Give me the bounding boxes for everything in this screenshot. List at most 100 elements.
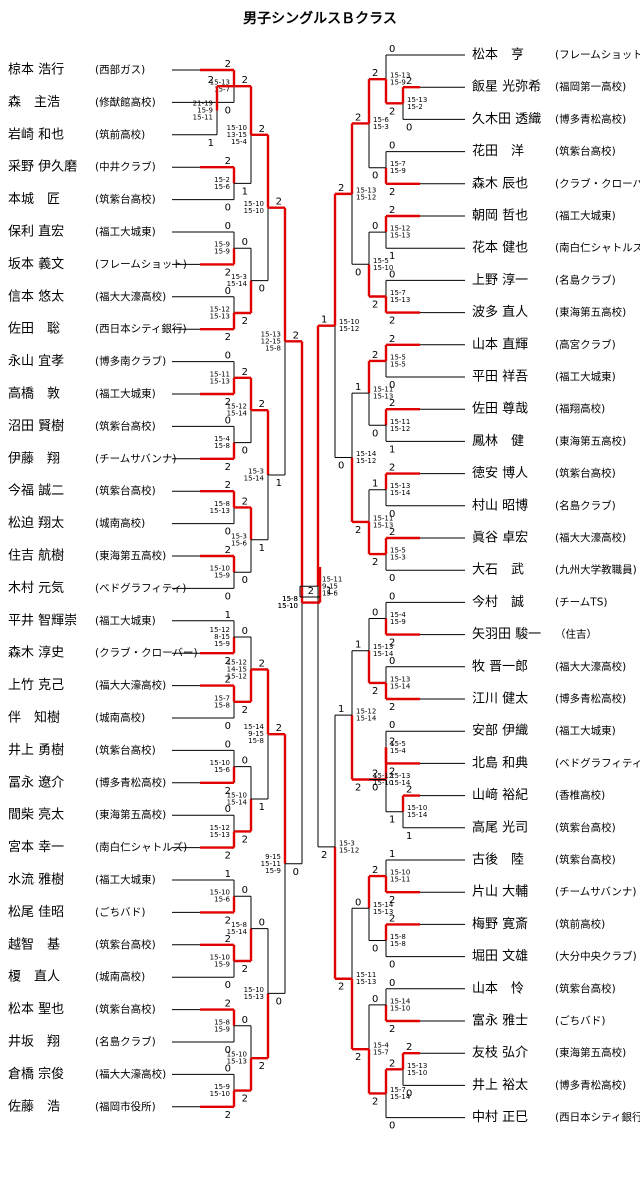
right-game-score: 15-5 <box>373 257 389 265</box>
right-round-result: 2 <box>389 398 395 409</box>
left-game-score: 15-4 <box>231 138 247 146</box>
right-round-result: 2 <box>372 68 378 79</box>
right-player-name: 山﨑 裕紀 <box>472 787 528 803</box>
left-round-result: 2 <box>242 367 248 378</box>
left-player-team: (博多青松高校) <box>95 776 166 789</box>
right-player-team: (福工大城東) <box>555 724 616 737</box>
left-game-score: 15-10 <box>278 602 298 610</box>
left-game-score: 15-6 <box>214 766 230 774</box>
right-round-result: 0 <box>389 380 395 391</box>
left-round-result: 2 <box>225 59 231 70</box>
left-round-result: 0 <box>242 756 248 767</box>
left-player-team: (福大大濠高校) <box>95 290 166 303</box>
left-round-result: 0 <box>242 1015 248 1026</box>
right-game-score: 15-12 <box>356 193 376 201</box>
left-player-team: (福工大城東) <box>95 225 156 238</box>
left-game-score: 15-3 <box>231 273 247 281</box>
left-player-name: 佐田 聡 <box>8 322 60 337</box>
left-round-result: 2 <box>225 915 231 926</box>
right-player-team: (九州大学教職員) <box>555 563 637 576</box>
right-game-score: 15-12 <box>373 772 393 780</box>
right-round-result: 0 <box>355 267 361 278</box>
left-game-score: 15-9 <box>214 241 230 249</box>
left-player-name: 高橋 敦 <box>8 386 60 402</box>
right-game-score: 15-11 <box>373 386 393 394</box>
right-player-team: (高宮クラブ) <box>555 338 616 351</box>
left-round-result: 0 <box>276 996 282 1007</box>
right-player-name: 北島 和典 <box>472 756 528 771</box>
right-round-result: 2 <box>355 525 361 536</box>
right-round-result: 0 <box>389 978 395 989</box>
left-player-name: 椋本 浩行 <box>8 63 64 78</box>
right-player-name: 朝岡 哲也 <box>472 209 528 224</box>
left-player-team: (福大大濠高校) <box>95 1067 166 1080</box>
right-player-name: 今村 誠 <box>472 594 524 610</box>
right-game-score: 15-11 <box>356 971 376 979</box>
right-game-score: 15-13 <box>373 521 393 529</box>
right-player-team: (福岡第一高校) <box>555 80 626 93</box>
left-game-score: 15-10 <box>227 1051 247 1059</box>
left-game-score: 15-14 <box>244 475 265 483</box>
left-player-team: (東海第五高校) <box>95 549 166 562</box>
left-player-team: (南白仁シャトルズ) <box>95 841 187 854</box>
left-round-result: 0 <box>225 527 231 538</box>
right-player-name: 梅野 寛斎 <box>472 916 528 932</box>
right-round-result: 0 <box>389 573 395 584</box>
right-round-result: 1 <box>389 444 395 455</box>
left-game-score: 9-15 <box>248 730 264 738</box>
left-round-result: 2 <box>259 124 265 135</box>
right-round-result: 2 <box>389 334 395 345</box>
right-round-result: 0 <box>372 783 378 794</box>
right-game-score: 15-7 <box>390 289 406 297</box>
right-player-name: 村山 昭博 <box>472 498 528 513</box>
left-round-result: 0 <box>225 203 231 214</box>
right-player-name: 牧 晋一郎 <box>472 659 528 674</box>
left-game-score: 15-12 <box>227 658 247 666</box>
right-player-team: (香椎高校) <box>555 789 605 802</box>
left-player-name: 岩崎 和也 <box>8 127 64 142</box>
right-game-score: 15-12 <box>356 457 376 465</box>
left-player-name: 上竹 克己 <box>8 678 64 693</box>
right-round-result: 2 <box>389 1058 395 1069</box>
left-game-score: 15-12 <box>210 626 230 634</box>
right-game-score: 15-14 <box>390 997 411 1005</box>
left-game-score: 14-15 <box>227 665 247 673</box>
right-game-score: 15-5 <box>390 547 406 555</box>
left-round-result: 2 <box>225 480 231 491</box>
right-round-result: 0 <box>389 591 395 602</box>
left-player-name: 森木 淳史 <box>8 645 64 661</box>
right-round-result: 0 <box>389 44 395 55</box>
right-round-result: 2 <box>321 850 327 861</box>
left-game-score: 15-3 <box>248 468 264 476</box>
right-game-score: 15-14 <box>390 1093 411 1101</box>
right-round-result: 0 <box>389 141 395 152</box>
right-round-result: 2 <box>338 982 344 993</box>
right-player-name: 松本 亨 <box>472 47 524 63</box>
right-player-team: (西日本シティ銀行) <box>555 1111 640 1124</box>
right-round-result: 0 <box>355 897 361 908</box>
left-game-score: 15-14 <box>227 799 248 807</box>
left-game-score: 15-4 <box>214 435 230 443</box>
right-round-result: 2 <box>355 1052 361 1063</box>
right-player-team: (東海第五高校) <box>555 1046 626 1059</box>
right-round-result: 2 <box>389 106 395 117</box>
left-game-score: 15-2 <box>214 176 230 184</box>
right-round-result: 2 <box>389 205 395 216</box>
left-round-result: 1 <box>208 138 214 149</box>
left-game-score: 15-8 <box>214 442 230 450</box>
right-player-name: 山本 直輝 <box>472 337 528 352</box>
right-game-score: 15-11 <box>322 575 342 583</box>
right-round-result: 2 <box>372 1096 378 1107</box>
right-player-name: 矢羽田 駿一 <box>472 627 541 642</box>
left-round-result: 0 <box>259 284 265 295</box>
left-game-score: 15-9 <box>265 867 281 875</box>
left-round-result: 1 <box>259 802 265 813</box>
right-round-result: 2 <box>372 350 378 361</box>
left-round-result: 2 <box>242 1094 248 1105</box>
right-player-name: 飯星 光弥希 <box>472 79 541 95</box>
right-game-score: 15-10 <box>339 318 359 326</box>
left-round-result: 2 <box>225 332 231 343</box>
right-round-result: 0 <box>372 994 378 1005</box>
right-round-result: 0 <box>372 171 378 182</box>
right-player-team: (チームサバンナ) <box>555 886 636 898</box>
